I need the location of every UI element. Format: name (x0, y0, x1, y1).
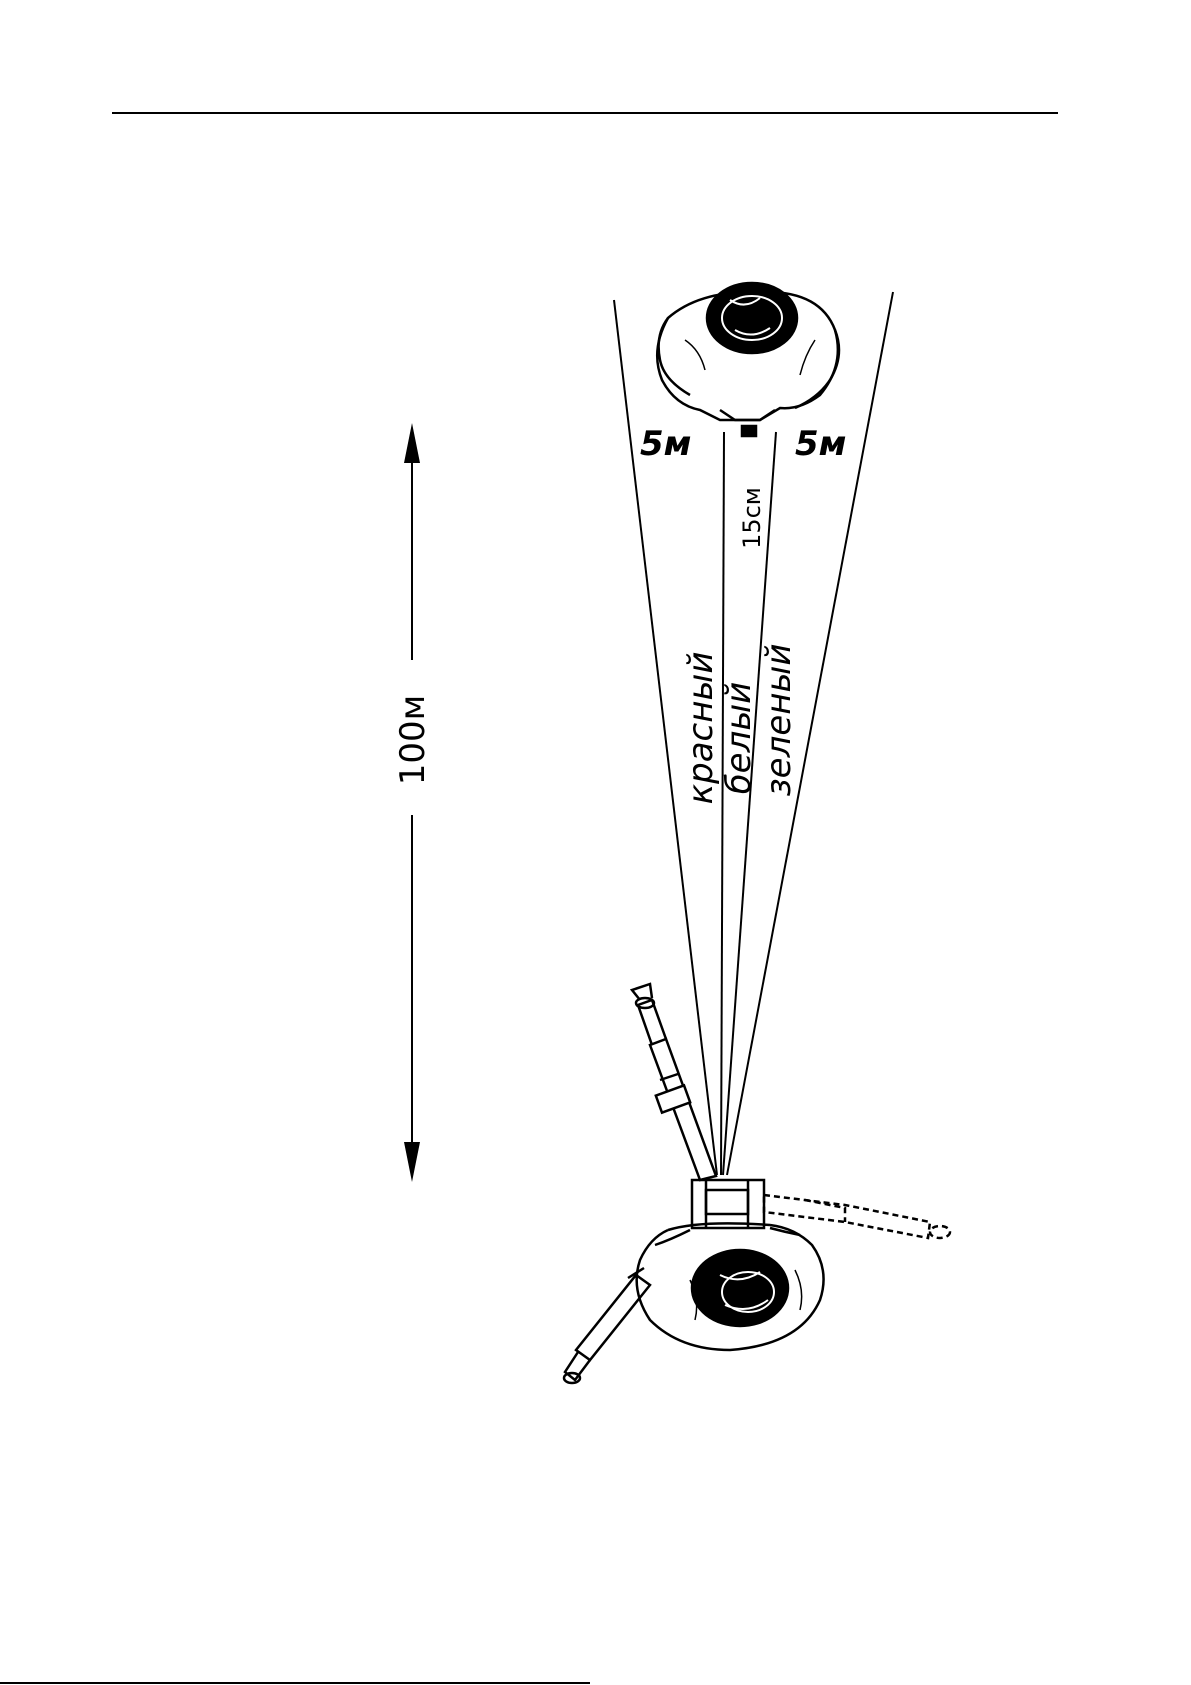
observer-head (707, 283, 797, 353)
distance-label: 100м (393, 695, 433, 786)
beam-label-red: красный (681, 652, 721, 805)
left-width-label: 5м (640, 424, 691, 464)
arrowhead-down-icon (404, 1142, 420, 1182)
beam-label-white: белый (719, 682, 759, 795)
right-width-label: 5м (795, 424, 846, 464)
inner-left-boundary (721, 432, 724, 1175)
operator-figure (564, 984, 950, 1383)
beam-label-green: зеленый (759, 644, 799, 797)
observer-figure (657, 283, 839, 436)
tripod-leg-upper (632, 984, 716, 1180)
center-width-label: 15см (738, 487, 766, 549)
arrowhead-up-icon (404, 423, 420, 463)
light-housing (692, 1180, 764, 1228)
distance-arrow (404, 423, 420, 1182)
